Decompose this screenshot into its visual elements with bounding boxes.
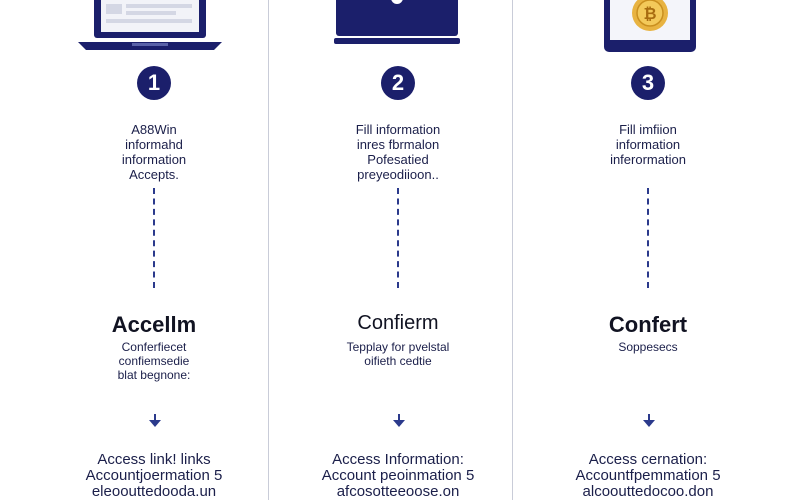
desc-line: Tepplay for pvelstal: [346, 340, 450, 354]
access-line: Account peoinmation 5: [321, 467, 475, 484]
access-info: Access Information: Account peoinmation …: [263, 452, 533, 500]
dashed-connector: [153, 188, 155, 288]
step-number-badge: 1: [137, 66, 171, 100]
access-info: Access cernation: Accountfpemmation 5 al…: [513, 452, 783, 500]
step-instructions: A88Win informahd information Accepts.: [34, 122, 274, 182]
desc-line: confiemsedie: [118, 354, 190, 368]
desc-line: blat begnone:: [117, 368, 191, 382]
step-line: inres fbrmalon: [356, 137, 440, 152]
step-line: Accepts.: [129, 167, 179, 182]
access-line: Accountjoermation 5: [85, 467, 223, 484]
step-heading: Accellm: [111, 312, 197, 337]
step-number-badge: 2: [381, 66, 415, 100]
access-line: Access cernation:: [588, 451, 708, 468]
step-instructions: Fill information inres fbrmalon Pofesati…: [278, 122, 518, 182]
step-line: A88Win: [131, 122, 177, 137]
step-line: Fill imfiion: [619, 122, 677, 137]
step-description: Conferfiecet confiemsedie blat begnone:: [34, 340, 274, 382]
step-column-3: ₿ 3 Fill imfiion information inferormati…: [528, 0, 768, 500]
step-line: Fill information: [355, 122, 441, 137]
access-line: Accountfpemmation 5: [575, 467, 721, 484]
arrow-down-icon: [643, 414, 655, 427]
laptop-icon: [34, 0, 274, 56]
column-divider: [268, 0, 269, 500]
step-line: preyeodiioon..: [357, 167, 439, 182]
access-line: afcosotteeoose.on: [336, 483, 460, 500]
step-instructions: Fill imfiion information inferormation: [528, 122, 768, 167]
desc-line: oifieth cedtie: [364, 354, 432, 368]
arrow-down-icon: [149, 414, 161, 427]
step-number-badge: 3: [631, 66, 665, 100]
step-column-2: 2 Fill information inres fbrmalon Pofesa…: [278, 0, 518, 500]
laptop-icon: [278, 0, 518, 56]
step-line: Pofesatied: [367, 152, 429, 167]
access-line: alcoouttedocoo.don: [582, 483, 714, 500]
tablet-coin-icon: ₿: [528, 0, 768, 56]
step-description: Soppesecs: [528, 340, 768, 354]
desc-line: Conferfiecet: [121, 340, 187, 354]
svg-text:₿: ₿: [643, 5, 656, 23]
access-line: eleoouttedooda.un: [91, 483, 217, 500]
step-line: inferormation: [610, 152, 686, 167]
access-line: Access link! links: [97, 451, 211, 468]
step-heading: Confierm: [357, 312, 439, 334]
step-heading: Confert: [608, 312, 688, 337]
dashed-connector: [397, 188, 399, 288]
step-line: informahd: [125, 137, 183, 152]
access-info: Access link! links Accountjoermation 5 e…: [19, 452, 289, 500]
arrow-down-icon: [393, 414, 405, 427]
step-line: information: [615, 137, 681, 152]
desc-line: Soppesecs: [618, 340, 678, 354]
step-line: information: [121, 152, 187, 167]
access-line: Access Information:: [332, 451, 464, 468]
column-divider: [512, 0, 513, 500]
step-column-1: 1 A88Win informahd information Accepts. …: [34, 0, 274, 500]
step-description: Tepplay for pvelstal oifieth cedtie: [278, 340, 518, 368]
dashed-connector: [647, 188, 649, 288]
